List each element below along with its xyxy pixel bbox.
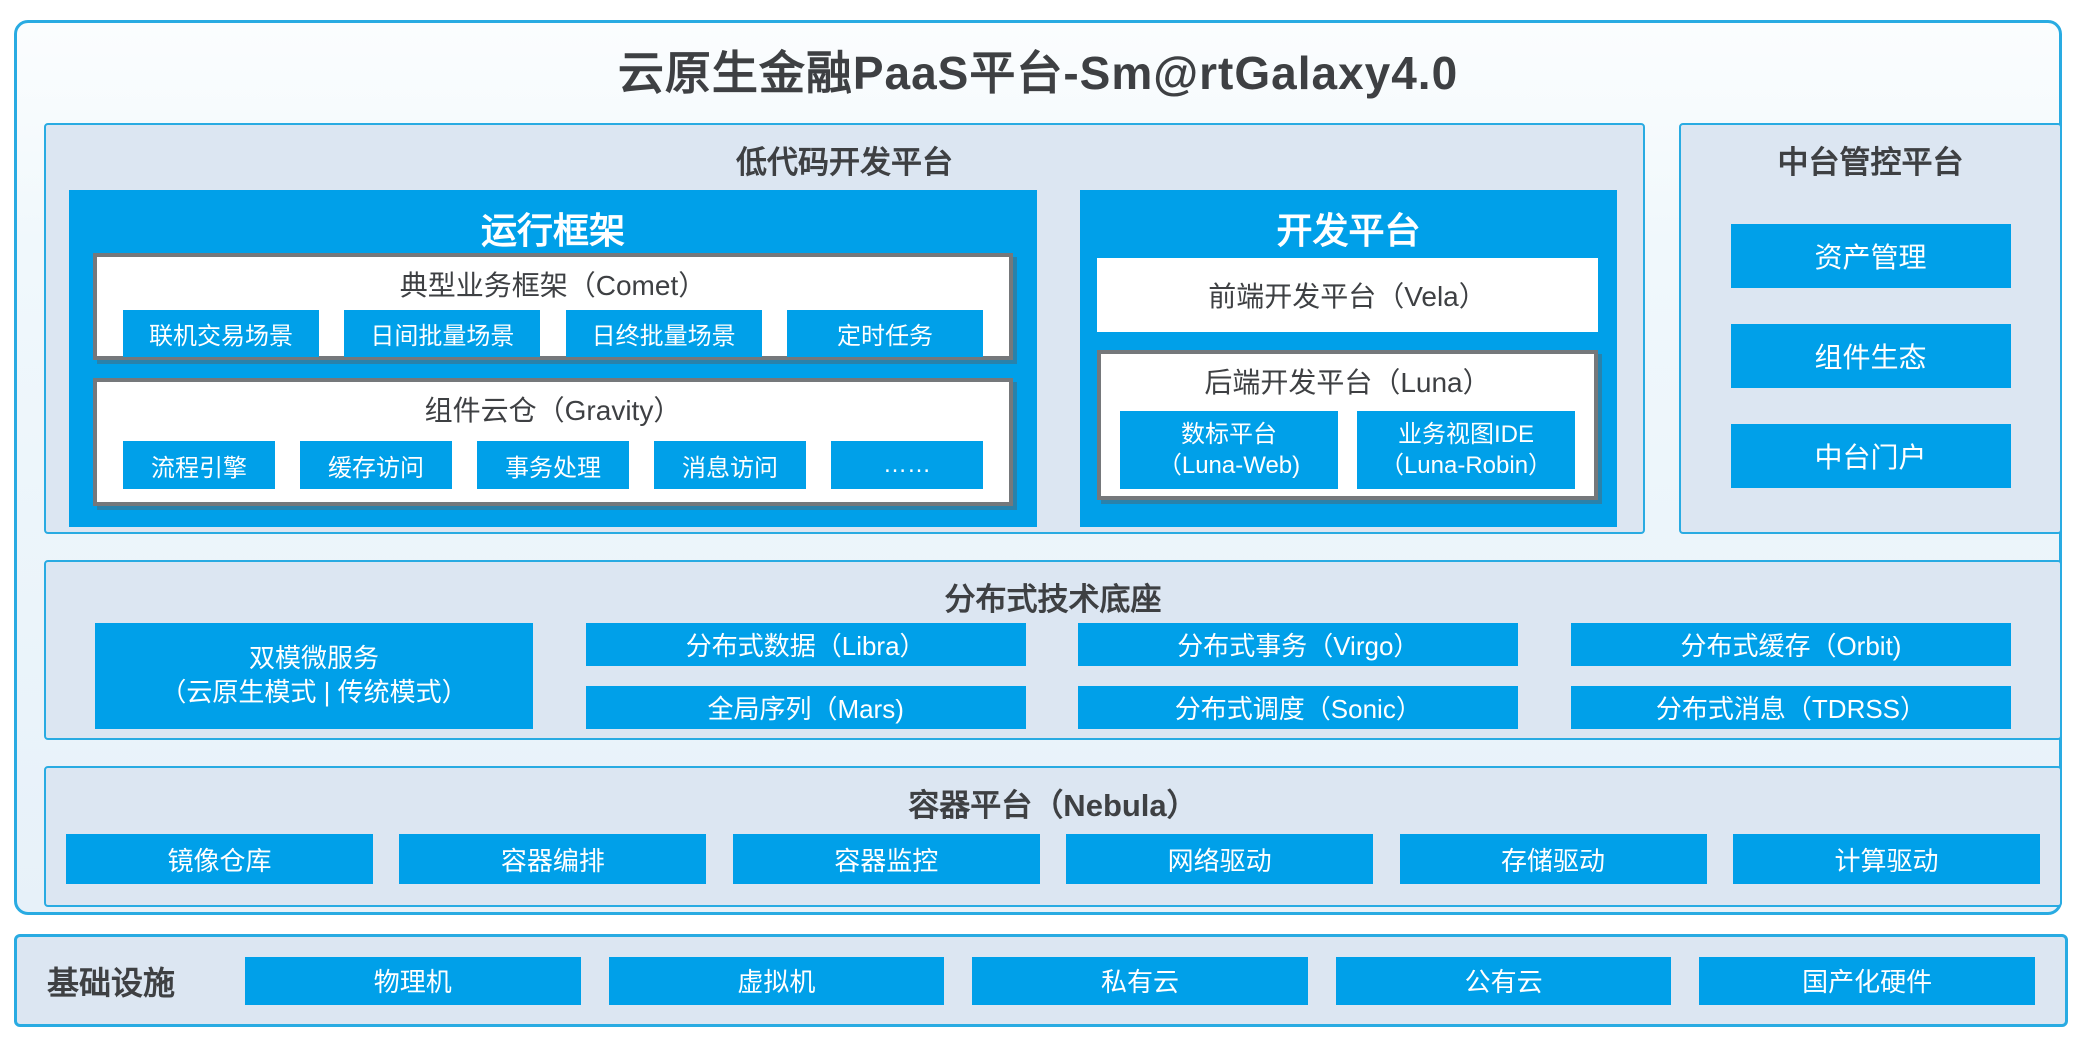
infrastructure-title: 基础设施	[47, 964, 176, 1001]
container-platform-title: 容器平台（Nebula）	[908, 788, 1198, 823]
distributed-base-panel: 分布式技术底座 双模微服务 （云原生模式 | 传统模式） 分布式数据（Libra…	[44, 560, 2062, 740]
infrastructure-item: 私有云	[972, 956, 1308, 1005]
container-item: 容器监控	[732, 834, 1040, 884]
luna-item-robin: 业务视图IDE （Luna-Robin）	[1357, 411, 1575, 489]
midplatform-item: 资产管理	[1730, 224, 2011, 288]
gravity-item: 缓存访问	[300, 441, 452, 489]
gravity-item-ellipsis: ……	[831, 441, 983, 489]
comet-framework-box: 典型业务框架（Comet） 联机交易场景 日间批量场景 日终批量场景 定时任务	[93, 253, 1013, 360]
container-item: 容器编排	[399, 834, 707, 884]
gravity-item: 事务处理	[477, 441, 629, 489]
luna-item-web: 数标平台 （Luna-Web)	[1120, 411, 1338, 489]
distributed-item: 分布式事务（Virgo）	[1078, 623, 1519, 666]
distributed-column: 分布式事务（Virgo） 分布式调度（Sonic）	[1078, 623, 1519, 729]
lowcode-platform-title: 低代码开发平台	[736, 145, 953, 180]
midplatform-item: 组件生态	[1730, 324, 2011, 388]
midplatform-panel: 中台管控平台 资产管理 组件生态 中台门户	[1679, 123, 2062, 534]
container-platform-panel: 容器平台（Nebula） 镜像仓库 容器编排 容器监控 网络驱动 存储驱动 计算…	[44, 766, 2062, 907]
infrastructure-item: 公有云	[1335, 956, 1672, 1005]
runtime-framework-panel: 运行框架 典型业务框架（Comet） 联机交易场景 日间批量场景 日终批量场景 …	[69, 190, 1037, 527]
midplatform-item: 中台门户	[1730, 424, 2011, 488]
runtime-framework-title: 运行框架	[480, 210, 625, 251]
container-item: 存储驱动	[1399, 834, 1707, 884]
gravity-box-title: 组件云仓（Gravity）	[424, 395, 682, 426]
infrastructure-item: 物理机	[245, 956, 581, 1005]
midplatform-items: 资产管理 组件生态 中台门户	[1681, 224, 2060, 488]
dual-mode-line1: 双模微服务	[248, 643, 379, 674]
distributed-item: 分布式缓存（Orbit)	[1570, 623, 2011, 666]
distributed-base-title: 分布式技术底座	[944, 582, 1162, 617]
distributed-item: 分布式数据（Libra）	[585, 623, 1026, 666]
dev-platform-panel: 开发平台 前端开发平台（Vela） 后端开发平台（Luna） 数标平台 （Lun…	[1080, 190, 1617, 527]
gravity-item: 消息访问	[654, 441, 806, 489]
vela-frontend-box: 前端开发平台（Vela）	[1097, 258, 1598, 332]
distributed-item: 分布式消息（TDRSS）	[1570, 686, 2011, 729]
infrastructure-panel: 基础设施 物理机 虚拟机 私有云 公有云 国产化硬件	[14, 934, 2068, 1027]
luna-item-robin-line2: （Luna-Robin）	[1379, 452, 1553, 479]
distributed-grid: 双模微服务 （云原生模式 | 传统模式） 分布式数据（Libra） 全局序列（M…	[95, 623, 2011, 729]
distributed-column: 分布式缓存（Orbit) 分布式消息（TDRSS）	[1570, 623, 2011, 729]
distributed-column: 分布式数据（Libra） 全局序列（Mars)	[585, 623, 1026, 729]
container-item: 计算驱动	[1732, 834, 2040, 884]
dual-mode-microservice-node: 双模微服务 （云原生模式 | 传统模式）	[95, 623, 533, 729]
distributed-item: 全局序列（Mars)	[585, 686, 1026, 729]
gravity-warehouse-box: 组件云仓（Gravity） 流程引擎 缓存访问 事务处理 消息访问 ……	[93, 378, 1013, 506]
luna-items-row: 数标平台 （Luna-Web) 业务视图IDE （Luna-Robin）	[1101, 411, 1594, 489]
midplatform-title: 中台管控平台	[1777, 145, 1964, 180]
lowcode-platform-panel: 低代码开发平台 运行框架 典型业务框架（Comet） 联机交易场景 日间批量场景…	[44, 123, 1645, 534]
luna-backend-box: 后端开发平台（Luna） 数标平台 （Luna-Web) 业务视图IDE （Lu…	[1097, 350, 1598, 500]
infrastructure-item: 国产化硬件	[1699, 956, 2035, 1005]
container-items-row: 镜像仓库 容器编排 容器监控 网络驱动 存储驱动 计算驱动	[66, 834, 2040, 884]
comet-item: 联机交易场景	[123, 310, 319, 357]
comet-box-title: 典型业务框架（Comet）	[399, 270, 707, 301]
infrastructure-items-row: 物理机 虚拟机 私有云 公有云 国产化硬件	[245, 956, 2035, 1005]
luna-item-web-line1: 数标平台	[1181, 420, 1277, 448]
container-item: 镜像仓库	[66, 834, 373, 884]
page-title: 云原生金融PaaS平台-Sm@rtGalaxy4.0	[617, 47, 1459, 99]
luna-item-web-line2: （Luna-Web)	[1157, 452, 1301, 479]
container-item: 网络驱动	[1066, 834, 1374, 884]
comet-item: 日间批量场景	[344, 310, 541, 357]
comet-items-row: 联机交易场景 日间批量场景 日终批量场景 定时任务	[97, 304, 1009, 357]
infrastructure-item: 虚拟机	[608, 956, 945, 1005]
luna-box-title: 后端开发平台（Luna）	[1204, 367, 1491, 398]
comet-item: 定时任务	[786, 310, 983, 357]
dev-platform-title: 开发平台	[1276, 210, 1421, 251]
main-frame: 云原生金融PaaS平台-Sm@rtGalaxy4.0 低代码开发平台 运行框架 …	[14, 20, 2062, 915]
dual-mode-line2: （云原生模式 | 传统模式）	[160, 677, 468, 707]
luna-item-robin-line1: 业务视图IDE	[1397, 420, 1534, 448]
gravity-items-row: 流程引擎 缓存访问 事务处理 消息访问 ……	[97, 429, 1009, 489]
gravity-item: 流程引擎	[123, 441, 275, 489]
distributed-item: 分布式调度（Sonic）	[1078, 686, 1519, 729]
comet-item: 日终批量场景	[565, 310, 762, 357]
